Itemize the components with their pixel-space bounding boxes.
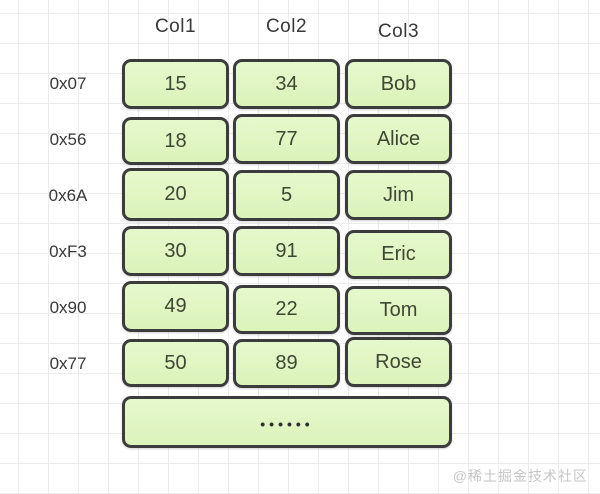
cell: Jim (345, 170, 452, 220)
row-address-label: 0xF3 (49, 242, 87, 261)
cell: 50 (122, 339, 229, 387)
cell: 18 (122, 117, 229, 165)
row-address-label: 0x90 (49, 298, 87, 317)
row-address-label: 0x07 (49, 74, 87, 93)
cell: 30 (122, 226, 229, 276)
cell: 77 (233, 114, 340, 164)
cell: 34 (233, 59, 340, 109)
cell: 15 (122, 59, 229, 109)
row-address-label: 0x56 (49, 130, 87, 149)
cell: 91 (233, 226, 340, 276)
cell: 89 (233, 339, 340, 388)
cell: Alice (345, 114, 452, 164)
cell: 20 (122, 168, 229, 221)
column-header-col1: Col1 (154, 16, 197, 37)
cell: Rose (345, 337, 452, 387)
column-header-col2: Col2 (265, 16, 308, 37)
cell: Bob (345, 59, 452, 109)
cell: Tom (345, 286, 452, 335)
cell: Eric (345, 230, 452, 279)
cell: 49 (122, 281, 229, 332)
column-header-col3: Col3 (377, 21, 420, 42)
watermark: @稀土掘金技术社区 (452, 468, 588, 484)
cell: 5 (233, 170, 340, 221)
row-address-label: 0x77 (49, 354, 87, 373)
row-address-label: 0x6A (48, 186, 88, 205)
ellipsis-cell: •••••• (122, 396, 452, 448)
cell: 22 (233, 285, 340, 334)
